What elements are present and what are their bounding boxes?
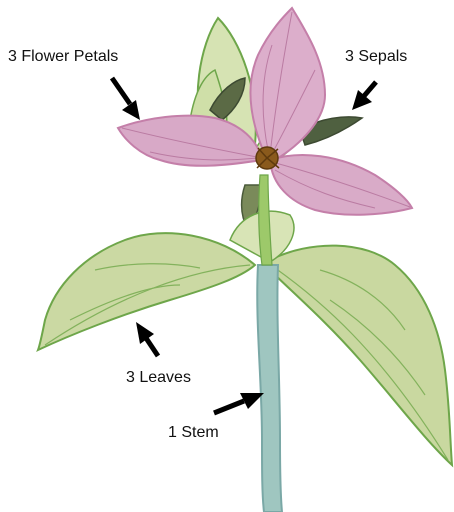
petals-arrow: [112, 78, 140, 120]
stem: [257, 265, 282, 512]
petal-right: [270, 155, 412, 215]
leaf-right: [270, 246, 452, 465]
leaves-arrow: [136, 322, 158, 356]
label-flower-petals: 3 Flower Petals: [8, 48, 118, 65]
stem-arrow: [214, 393, 264, 413]
label-stem: 1 Stem: [168, 424, 219, 441]
sepals-arrow: [352, 82, 376, 110]
label-leaves: 3 Leaves: [126, 369, 191, 386]
label-sepals: 3 Sepals: [345, 48, 407, 65]
lower-leaves: [38, 211, 452, 465]
